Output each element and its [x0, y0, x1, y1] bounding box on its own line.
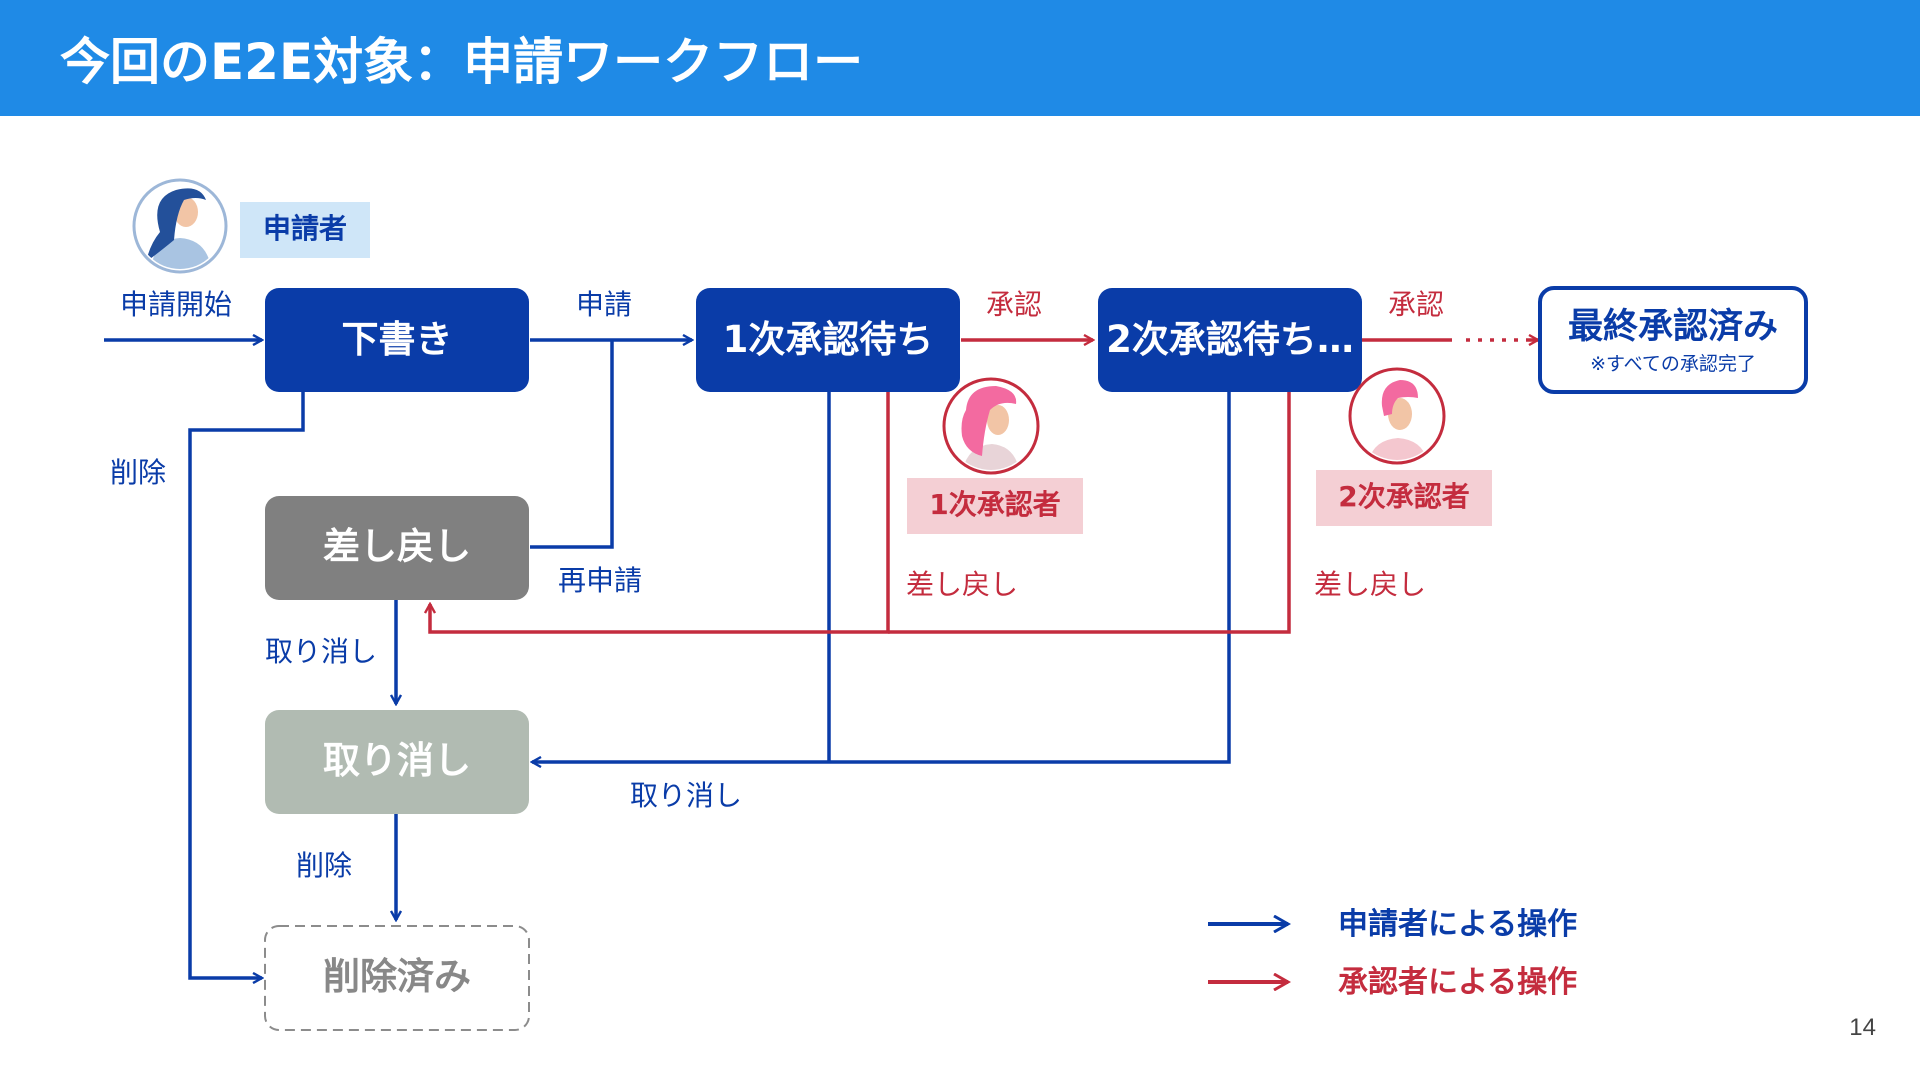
edge-label-return2: 差し戻し [1314, 568, 1426, 601]
slide-title: 今回のE2E対象：申請ワークフロー [60, 33, 864, 91]
state-final: 最終承認済み ※すべての承認完了 [1538, 286, 1808, 394]
pink-hair-man-avatar-icon [1348, 367, 1446, 465]
legend: 申請者による操作 承認者による操作 [1208, 907, 1577, 1000]
state-draft: 下書き [265, 288, 529, 392]
state-waiting1: 1次承認待ち [696, 288, 960, 392]
edge-label-approve1: 承認 [986, 288, 1042, 321]
legend-approver-label: 承認者による操作 [1338, 965, 1577, 1000]
edge-label-delete-from-canceled: 削除 [296, 849, 352, 882]
edge-label-cancel-from-waiting: 取り消し [630, 779, 742, 812]
state-deleted: 削除済み [264, 925, 530, 1031]
state-waiting1-label: 1次承認待ち [723, 318, 934, 361]
header-bar [0, 0, 1920, 116]
edge-return1-line [430, 392, 890, 634]
state-final-note: ※すべての承認完了 [1590, 353, 1756, 375]
edge-label-delete-from-draft: 削除 [110, 456, 166, 489]
pink-hair-woman-avatar-icon [942, 377, 1040, 475]
applicant-label: 申請者 [263, 212, 347, 245]
edge-reapply-line [530, 340, 614, 549]
woman-avatar-icon [132, 178, 228, 274]
state-canceled-label: 取り消し [323, 739, 471, 782]
approver2-label: 2次承認者 [1338, 480, 1469, 513]
edge-label-approve2: 承認 [1388, 288, 1444, 321]
state-returned-label: 差し戻し [323, 525, 471, 568]
edge-label-apply: 申請 [576, 288, 632, 321]
page-number: 14 [1849, 1014, 1876, 1041]
approver2-badge: 2次承認者 [1316, 470, 1492, 526]
edge-return2-line [888, 392, 1291, 634]
state-waiting2-label: 2次承認待ち… [1106, 318, 1354, 361]
edge-cancel-from-waiting2-line [532, 392, 1231, 762]
approver1-badge: 1次承認者 [907, 478, 1083, 534]
edge-label-start: 申請開始 [120, 288, 232, 321]
edge-label-cancel-from-returned: 取り消し [265, 635, 377, 668]
applicant-badge: 申請者 [240, 202, 370, 258]
state-deleted-label: 削除済み [323, 955, 471, 998]
approver1-label: 1次承認者 [929, 488, 1060, 521]
state-draft-label: 下書き [342, 318, 453, 361]
state-final-label: 最終承認済み [1568, 307, 1778, 347]
state-returned: 差し戻し [265, 496, 529, 600]
edge-delete-from-draft-line [188, 392, 305, 978]
state-waiting2: 2次承認待ち… [1098, 288, 1362, 392]
legend-applicant-label: 申請者による操作 [1338, 907, 1577, 942]
edge-label-reapply: 再申請 [558, 564, 642, 597]
state-canceled: 取り消し [265, 710, 529, 814]
edge-label-return1: 差し戻し [906, 568, 1018, 601]
